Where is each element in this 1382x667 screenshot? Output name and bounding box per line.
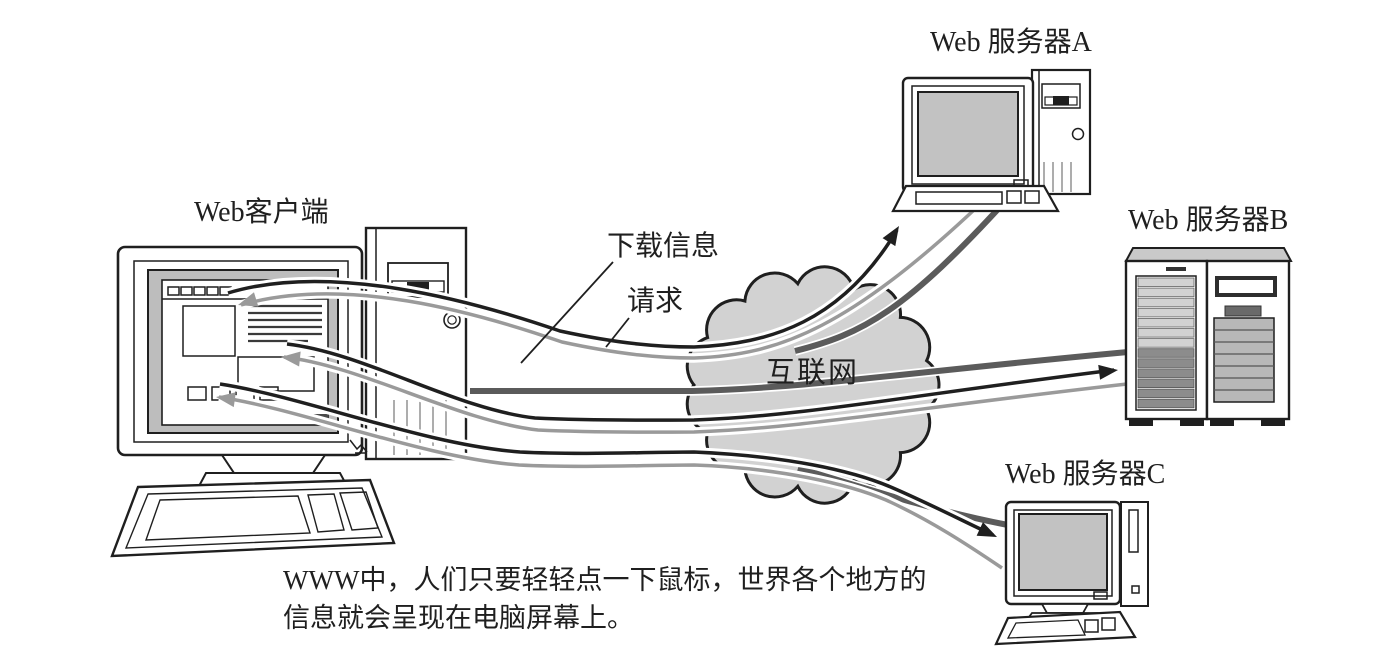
client-label: Web客户端 [194,197,329,228]
server-a-keyboard-icon [891,184,1060,213]
request-line-a [227,229,899,349]
caption-line-2: 信息就会呈现在电脑屏幕上。 [283,603,634,634]
caption-line-1: WWW中，人们只要轻轻点一下鼠标，世界各个地方的 [283,565,927,595]
client-keyboard-icon [110,478,396,558]
download-arrowhead-middle [281,351,301,367]
download-arrowhead-bottom [216,392,236,408]
server-b-left-panel [1135,275,1197,411]
diagram-caption: WWW中，人们只要轻轻点一下鼠标，世界各个地方的 信息就会呈现在电脑屏幕上。 [283,561,926,638]
connection-lines [216,186,1129,572]
download-label-leader [520,261,614,364]
server-b-right-panel [1213,276,1277,403]
download-arrowhead-top [238,292,259,307]
request-label-leader [605,317,630,348]
request-line-c [219,382,994,537]
download-line-b [283,355,1128,434]
download-line-c [218,395,1003,570]
browser-text-lines [248,304,322,343]
internet-cloud-label: 互联网 [766,357,860,389]
link-line-a [794,193,1013,354]
link-line-c [797,465,1009,528]
request-arrowhead-b [1098,364,1118,380]
server-c-keyboard-icon [994,610,1137,646]
server-c-tower-icon [1120,501,1149,607]
request-line-b [286,342,1115,422]
server-c-computer [994,500,1149,646]
server-a-label: Web 服务器A [930,27,1092,58]
server-c-monitor-icon [1004,500,1122,622]
download-line-a [240,188,997,360]
request-arrowhead-c [976,522,997,537]
request-arrowhead-a [882,226,899,247]
mouse-icon [349,439,368,454]
download-flow-label: 下载信息 [607,231,720,262]
link-line-b [470,349,1129,394]
server-a-tower-icon [1030,68,1092,196]
server-c-label: Web 服务器C [1005,459,1166,490]
server-b-label: Web 服务器B [1128,205,1289,236]
browser-image-placeholder [182,305,236,357]
server-a-computer [891,68,1092,213]
server-b-rack-icon [1124,247,1293,426]
request-flow-label: 请求 [627,286,684,317]
